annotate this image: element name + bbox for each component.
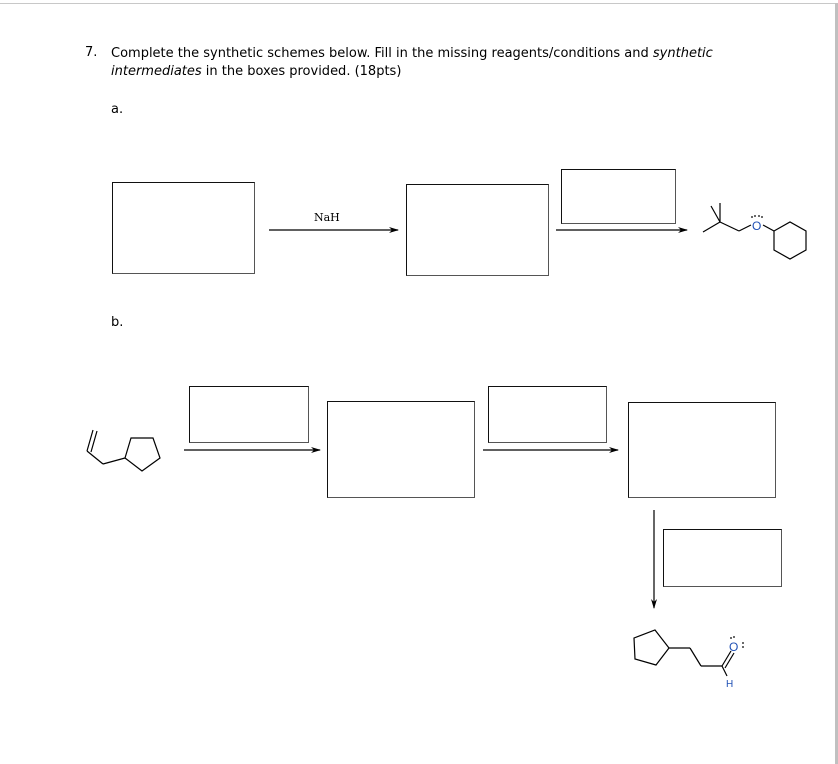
page-right-edge	[835, 3, 838, 764]
page-top-edge	[0, 3, 836, 4]
question-text-part2: in the boxes provided. (18pts)	[201, 64, 402, 79]
scheme-b-product-molecule	[633, 629, 735, 677]
scheme-a-product-oxygen: O	[751, 215, 763, 233]
scheme-b-intermediate-box-1[interactable]	[327, 401, 475, 498]
scheme-b-product-heteroatoms: O H	[726, 636, 744, 690]
question-text-part1: Complete the synthetic schemes below. Fi…	[111, 46, 653, 61]
scheme-b-reagent-box-1[interactable]	[189, 386, 309, 443]
scheme-a-product-molecule	[702, 203, 807, 260]
hydrogen-atom-label: H	[726, 679, 733, 690]
scheme-a-nah-reagent: NaH	[314, 211, 340, 224]
scheme-b-reagent-box-3[interactable]	[663, 529, 782, 587]
scheme-b-intermediate-box-2[interactable]	[628, 402, 776, 498]
scheme-a-reagent-box[interactable]	[561, 169, 676, 224]
part-b-label: b.	[111, 315, 124, 330]
question-number: 7.	[85, 45, 98, 60]
scheme-b-reagent-box-2[interactable]	[488, 386, 607, 443]
question-text: Complete the synthetic schemes below. Fi…	[111, 45, 761, 81]
scheme-a-intermediate-box[interactable]	[406, 184, 549, 276]
scheme-a-starting-material-box[interactable]	[112, 182, 255, 274]
part-a-label: a.	[111, 102, 124, 117]
oxygen-atom-label: O	[752, 219, 761, 233]
scheme-b-starting-molecule	[86, 429, 161, 472]
oxygen-atom-label: O	[729, 640, 738, 654]
question-text-italic: synthetic intermediates	[111, 46, 713, 79]
